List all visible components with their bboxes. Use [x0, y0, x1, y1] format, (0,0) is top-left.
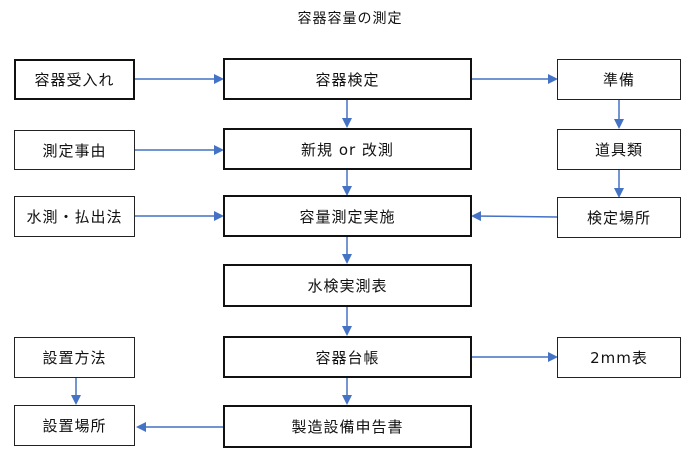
node-inspect: 容器検定 [223, 58, 472, 100]
node-2mm-table: 2mm表 [557, 337, 681, 378]
node-ledger: 容器台帳 [223, 336, 472, 378]
node-location: 検定場所 [557, 197, 681, 238]
node-reason: 測定事由 [14, 130, 135, 170]
node-install-method: 設置方法 [14, 337, 135, 378]
node-prepare: 準備 [557, 59, 681, 100]
diagram-title: 容器容量の測定 [297, 11, 403, 27]
arrow-location-to-measure [471, 211, 558, 222]
node-tools: 道具類 [557, 129, 681, 170]
node-method: 水測・払出法 [14, 196, 135, 237]
node-new-or-remeasure: 新規 or 改測 [223, 128, 472, 170]
node-measure: 容量測定実施 [223, 195, 472, 237]
node-install-place: 設置場所 [14, 405, 135, 446]
node-receive: 容器受入れ [14, 59, 135, 100]
node-declaration: 製造設備申告書 [223, 405, 472, 448]
node-water-table: 水検実測表 [223, 264, 472, 307]
